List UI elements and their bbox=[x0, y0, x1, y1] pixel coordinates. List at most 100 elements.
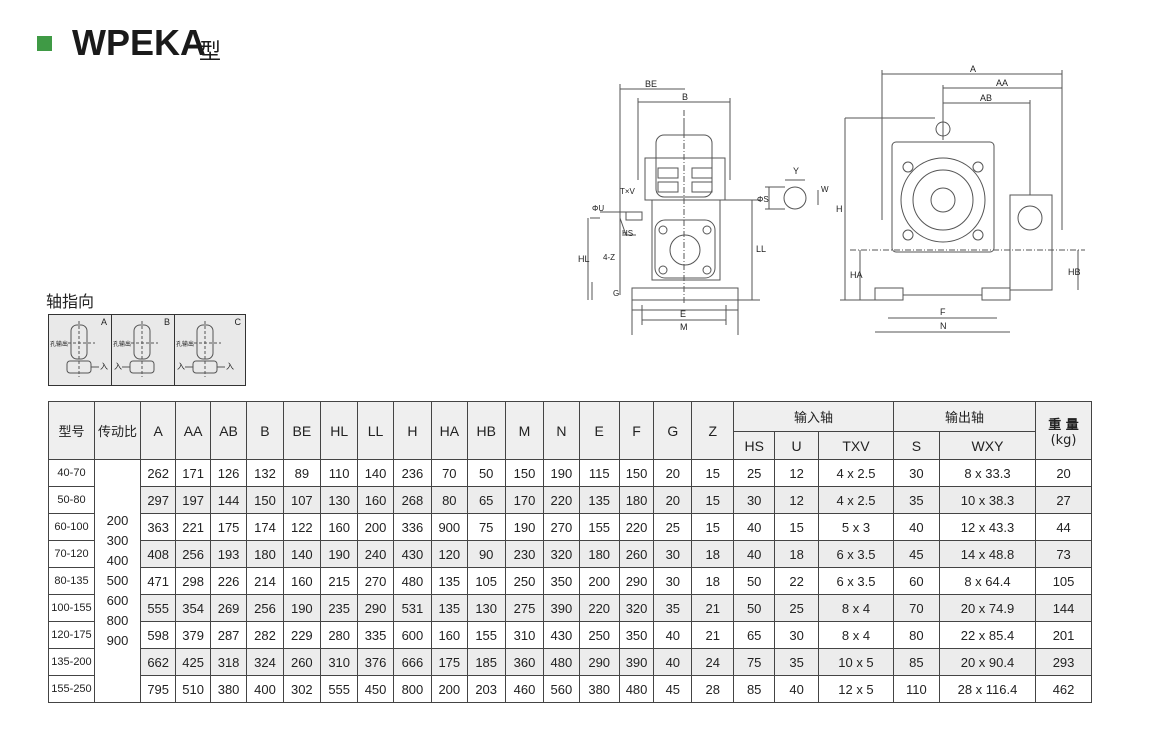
header-ab: AB bbox=[209, 401, 248, 460]
value-cell: 290 bbox=[618, 567, 655, 595]
value-cell: 666 bbox=[392, 648, 433, 676]
value-cell: 268 bbox=[392, 486, 433, 514]
ratio-value: 500 bbox=[106, 573, 129, 588]
value-cell: 350 bbox=[618, 621, 655, 649]
label-y: Y bbox=[793, 166, 799, 176]
value-cell: 4 x 2.5 bbox=[817, 486, 894, 514]
value-cell: 110 bbox=[319, 459, 359, 487]
value-cell: 12 x 43.3 bbox=[938, 513, 1037, 541]
value-cell: 555 bbox=[139, 594, 177, 622]
value-cell: 105 bbox=[1035, 567, 1092, 595]
value-cell: 132 bbox=[246, 459, 284, 487]
header-n: N bbox=[543, 401, 580, 460]
value-cell: 335 bbox=[357, 621, 394, 649]
value-cell: 155 bbox=[466, 621, 506, 649]
value-cell: 236 bbox=[392, 459, 433, 487]
label-f: F bbox=[940, 307, 946, 317]
value-cell: 20 bbox=[653, 459, 693, 487]
option-note: 孔输出 bbox=[113, 342, 132, 348]
value-cell: 298 bbox=[175, 567, 211, 595]
value-cell: 12 bbox=[774, 486, 819, 514]
value-cell: 155 bbox=[578, 513, 620, 541]
value-cell: 45 bbox=[653, 675, 693, 703]
value-cell: 190 bbox=[543, 459, 580, 487]
option-label: C bbox=[234, 317, 242, 327]
label-e: E bbox=[680, 309, 686, 319]
value-cell: 122 bbox=[282, 513, 322, 541]
header-e: E bbox=[578, 401, 620, 460]
value-cell: 40 bbox=[733, 540, 776, 568]
value-cell: 360 bbox=[504, 648, 545, 676]
value-cell: 25 bbox=[733, 459, 776, 487]
value-cell: 190 bbox=[504, 513, 545, 541]
value-cell: 293 bbox=[1035, 648, 1092, 676]
value-cell: 160 bbox=[357, 486, 394, 514]
value-cell: 320 bbox=[618, 594, 655, 622]
value-cell: 40 bbox=[892, 513, 940, 541]
value-cell: 662 bbox=[139, 648, 177, 676]
value-cell: 20 x 90.4 bbox=[938, 648, 1037, 676]
input-label: 入 bbox=[177, 362, 185, 371]
value-cell: 795 bbox=[139, 675, 177, 703]
value-cell: 190 bbox=[282, 594, 322, 622]
value-cell: 480 bbox=[618, 675, 655, 703]
value-cell: 336 bbox=[392, 513, 433, 541]
value-cell: 221 bbox=[175, 513, 211, 541]
value-cell: 175 bbox=[209, 513, 248, 541]
value-cell: 18 bbox=[691, 567, 735, 595]
value-cell: 290 bbox=[357, 594, 394, 622]
input-label: 入 bbox=[100, 362, 108, 371]
model-cell: 100-155 bbox=[48, 594, 95, 622]
value-cell: 8 x 4 bbox=[817, 621, 894, 649]
header-b: B bbox=[246, 401, 284, 460]
value-cell: 310 bbox=[504, 621, 545, 649]
value-cell: 135 bbox=[431, 594, 468, 622]
value-cell: 30 bbox=[653, 567, 693, 595]
value-cell: 60 bbox=[892, 567, 940, 595]
value-cell: 160 bbox=[431, 621, 468, 649]
value-cell: 8 x 33.3 bbox=[938, 459, 1037, 487]
label-be: BE bbox=[645, 79, 657, 89]
value-cell: 462 bbox=[1035, 675, 1092, 703]
label-hb: HB bbox=[1068, 267, 1081, 277]
value-cell: 135 bbox=[431, 567, 468, 595]
shaft-direction-title: 轴指向 bbox=[46, 292, 95, 311]
value-cell: 85 bbox=[733, 675, 776, 703]
value-cell: 6 x 3.5 bbox=[817, 540, 894, 568]
header-aa: AA bbox=[175, 401, 211, 460]
label-aa: AA bbox=[996, 78, 1008, 88]
model-cell: 50-80 bbox=[48, 486, 95, 514]
ratio-value: 300 bbox=[106, 533, 129, 548]
model-cell: 70-120 bbox=[48, 540, 95, 568]
value-cell: 800 bbox=[392, 675, 433, 703]
value-cell: 110 bbox=[892, 675, 940, 703]
value-cell: 14 x 48.8 bbox=[938, 540, 1037, 568]
ratio-value: 800 bbox=[106, 613, 129, 628]
value-cell: 15 bbox=[691, 513, 735, 541]
value-cell: 240 bbox=[357, 540, 394, 568]
value-cell: 50 bbox=[733, 594, 776, 622]
header-ha: HA bbox=[431, 401, 468, 460]
value-cell: 380 bbox=[578, 675, 620, 703]
value-cell: 12 x 5 bbox=[817, 675, 894, 703]
label-h: H bbox=[836, 204, 843, 214]
value-cell: 27 bbox=[1035, 486, 1092, 514]
ratio-value: 600 bbox=[106, 593, 129, 608]
value-cell: 600 bbox=[392, 621, 433, 649]
label-w: W bbox=[821, 185, 829, 194]
value-cell: 262 bbox=[139, 459, 177, 487]
value-cell: 324 bbox=[246, 648, 284, 676]
label-u: ΦU bbox=[592, 204, 604, 213]
gearbox-icon bbox=[122, 321, 158, 377]
value-cell: 560 bbox=[543, 675, 580, 703]
value-cell: 107 bbox=[282, 486, 322, 514]
value-cell: 75 bbox=[733, 648, 776, 676]
value-cell: 140 bbox=[357, 459, 394, 487]
value-cell: 408 bbox=[139, 540, 177, 568]
header-z: Z bbox=[691, 401, 735, 460]
value-cell: 22 x 85.4 bbox=[938, 621, 1037, 649]
